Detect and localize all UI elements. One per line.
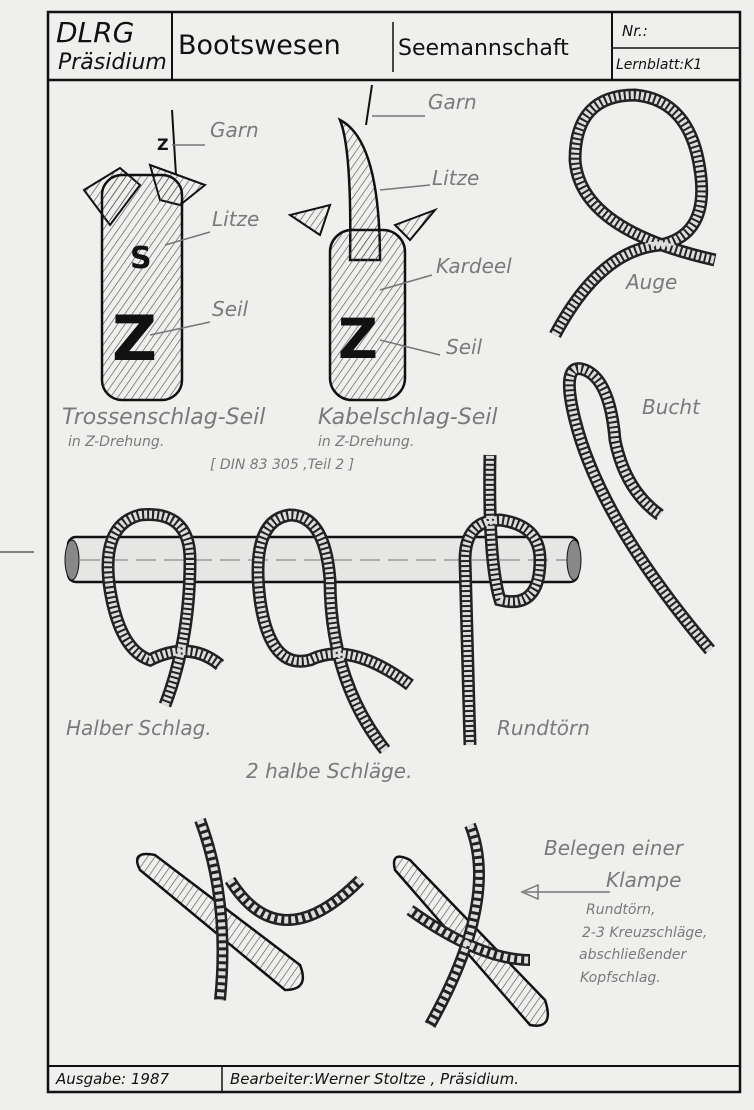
- twist-mark-z-large: Z: [112, 302, 157, 375]
- din-norm: [ DIN 83 305 ,Teil 2 ]: [210, 457, 355, 473]
- klampe-title-2: Klampe: [606, 868, 682, 892]
- label-bucht: Bucht: [642, 395, 700, 419]
- edition: Ausgabe: 1987: [56, 1070, 170, 1088]
- title-trossenschlag: Trossenschlag-Seil: [62, 405, 266, 430]
- title-kabelschlag: Kabelschlag-Seil: [318, 405, 498, 430]
- topic-title: Seemannschaft: [398, 36, 569, 61]
- twist-mark-z: Z: [157, 135, 169, 154]
- label-litze-left: Litze: [212, 207, 260, 231]
- label-seil-left: Seil: [212, 297, 249, 321]
- label-kardeel: Kardeel: [436, 254, 512, 278]
- label-halber-schlag: Halber Schlag.: [66, 716, 212, 740]
- org-sub: Präsidium: [58, 50, 167, 75]
- trossenschlag-rope-illustration: Z S Z: [82, 109, 211, 402]
- klampe-illustrations: [135, 820, 610, 1026]
- sheet-frame: [0, 10, 742, 1094]
- label-seil-right: Seil: [446, 335, 483, 359]
- auge-loop-illustration: [549, 88, 717, 339]
- label-rundtoern: Rundtörn: [497, 716, 590, 740]
- svg-text:Z: Z: [338, 307, 378, 371]
- bucht-loop-illustration: [562, 362, 715, 655]
- sub-trossenschlag: in Z-Drehung.: [68, 434, 165, 450]
- klampe-step-3: abschließender: [579, 947, 687, 963]
- label-garn-left: Garn: [210, 118, 259, 142]
- subject-title: Bootswesen: [178, 30, 341, 61]
- klampe-step-2: 2-3 Kreuzschläge,: [582, 925, 708, 941]
- label-2-halbe-schlaege: 2 halbe Schläge.: [246, 759, 413, 783]
- author: Bearbeiter:Werner Stoltze , Präsidium.: [230, 1070, 520, 1088]
- label-auge: Auge: [626, 270, 678, 294]
- klampe-step-1: Rundtörn,: [586, 902, 656, 918]
- kabelschlag-rope-illustration: Z: [287, 84, 441, 402]
- sheet-number: Lernblatt:K1: [616, 57, 703, 73]
- sub-kabelschlag: in Z-Drehung.: [318, 434, 415, 450]
- twist-mark-s: S: [130, 241, 152, 276]
- klampe-title-1: Belegen einer: [544, 836, 683, 860]
- nr-label: Nr.:: [622, 22, 648, 40]
- klampe-step-4: Kopfschlag.: [580, 970, 661, 986]
- label-litze-right: Litze: [432, 166, 480, 190]
- org-name: DLRG: [56, 16, 135, 49]
- label-garn-right: Garn: [428, 90, 477, 114]
